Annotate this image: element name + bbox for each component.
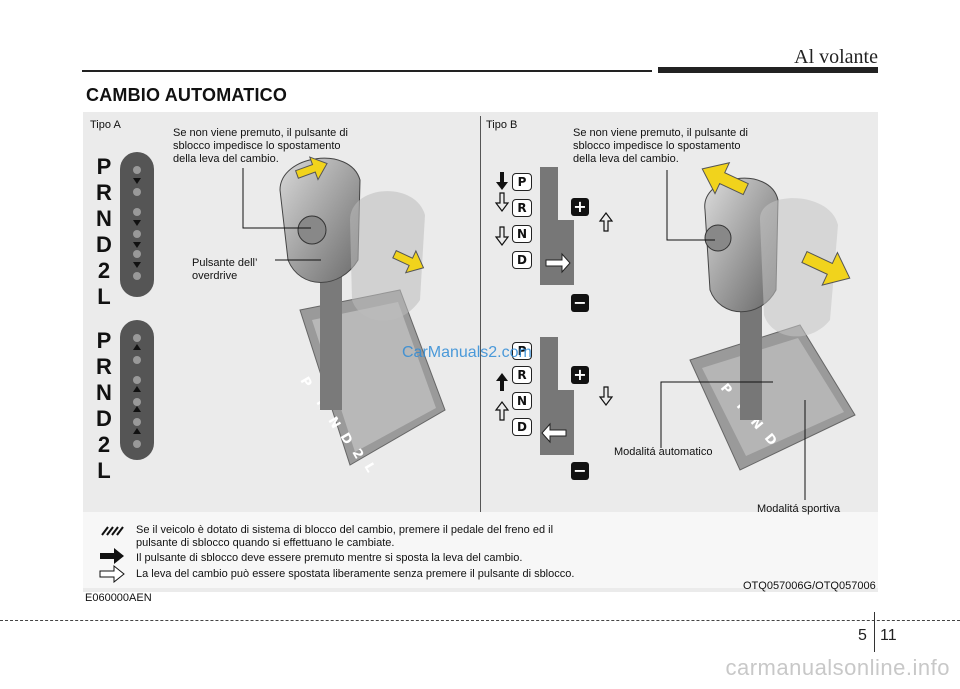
gear-letter: 2 xyxy=(97,258,111,283)
section-title: CAMBIO AUTOMATICO xyxy=(86,85,288,105)
gear-letter: N xyxy=(96,380,112,405)
gear-letter: 2 xyxy=(97,432,111,457)
tipo-a-lever-illustration: P R N D 2 L xyxy=(279,157,446,476)
doc-code: E060000AEN xyxy=(85,592,152,604)
gate-letter: P xyxy=(512,342,532,360)
chapter-number: 5 xyxy=(858,627,867,644)
tipo-b-label: Tipo B xyxy=(486,119,518,131)
minus-icon: − xyxy=(571,294,589,312)
tipo-b-gate-svg xyxy=(494,167,614,455)
tipo-a-letters-top: P R N D 2 L xyxy=(94,154,114,310)
legend-icons xyxy=(99,526,125,583)
detent-diagram-svg xyxy=(120,152,154,460)
page-number: 11 xyxy=(880,627,897,644)
gear-letter: N xyxy=(96,206,112,231)
gate-letter: R xyxy=(512,366,532,384)
gate-letter: D xyxy=(512,418,532,436)
mode-auto-label: Modalitá automatico xyxy=(614,446,713,458)
site-watermark: carmanualsonline.info xyxy=(725,655,950,680)
gear-letter: R xyxy=(96,180,112,205)
mode-sport-label: Modalitá sportiva xyxy=(757,503,841,515)
release-arrow-icon xyxy=(294,156,328,181)
shift-arrow-icon xyxy=(392,249,425,274)
chapter-title: Al volante xyxy=(794,46,878,68)
gear-letter: D xyxy=(96,232,112,257)
callout-leaders-b xyxy=(660,170,806,500)
legend-line-2: Il pulsante di sblocco deve essere premu… xyxy=(136,552,523,564)
tipo-a-label: Tipo A xyxy=(90,119,121,131)
tipo-a-release-callout: Se non viene premuto, il pulsante di sbl… xyxy=(173,127,348,165)
gear-letter: P xyxy=(96,328,112,353)
callout-leaders-a xyxy=(242,168,321,261)
svg-text:P: P xyxy=(297,375,315,391)
legend-line-1: Se il veicolo è dotato di sistema di blo… xyxy=(136,524,554,536)
gate-letter: P xyxy=(512,173,532,191)
gear-letter: P xyxy=(96,154,112,179)
header-rule xyxy=(82,70,652,72)
gate-letter: N xyxy=(512,225,532,243)
tipo-a-letters-bottom: P R N D 2 L xyxy=(94,328,114,484)
gate-letter: R xyxy=(512,199,532,217)
svg-text:L: L xyxy=(361,461,378,476)
release-arrow-icon xyxy=(701,162,749,196)
overdrive-callout: Pulsante dell’ overdrive xyxy=(192,257,258,282)
plus-icon: + xyxy=(571,198,589,216)
gear-letter: L xyxy=(97,284,111,309)
legend-line-1b: pulsante di sblocco quando si effettuano… xyxy=(136,537,395,549)
gear-letter: L xyxy=(97,458,111,483)
gear-letter: R xyxy=(96,354,112,379)
header-rule-thick xyxy=(658,67,878,73)
minus-icon: − xyxy=(571,462,589,480)
plus-icon: + xyxy=(571,366,589,384)
legend-band xyxy=(83,512,878,588)
shift-arrow-icon xyxy=(801,250,851,286)
tipo-b-lever-illustration: P R N D xyxy=(689,177,856,471)
page-number-divider xyxy=(874,612,875,652)
tipo-b-release-callout: Se non viene premuto, il pulsante di sbl… xyxy=(573,127,748,165)
panel-divider xyxy=(480,116,481,512)
legend-line-3: La leva del cambio può essere spostata l… xyxy=(136,568,575,580)
figure-code: OTQ057006G/OTQ057006 xyxy=(743,580,876,592)
watermark-text: CarManuals2.com xyxy=(402,344,532,361)
gear-letter: D xyxy=(96,406,112,431)
gate-letter: N xyxy=(512,392,532,410)
footer-rule xyxy=(0,620,960,621)
gate-letter: D xyxy=(512,251,532,269)
